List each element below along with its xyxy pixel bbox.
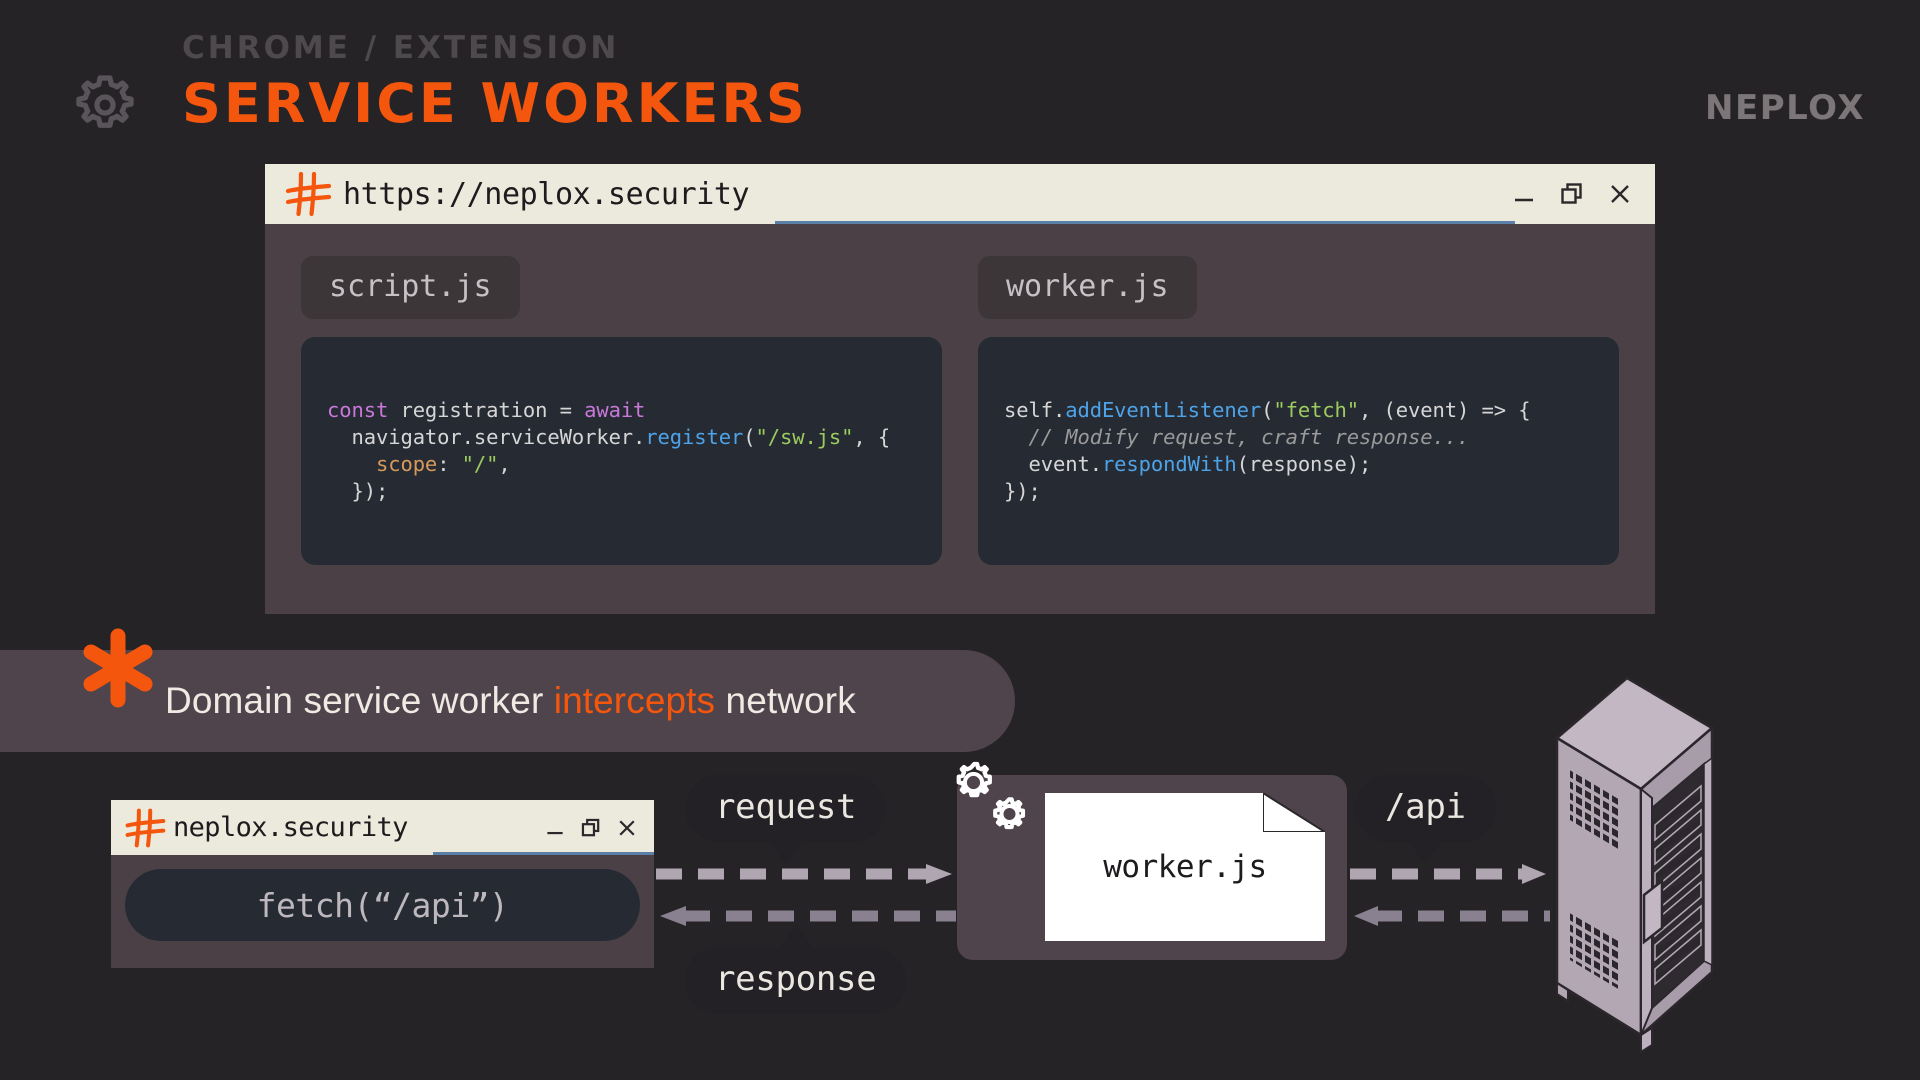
callout-text-after: network bbox=[715, 680, 856, 721]
neplox-sharp-icon bbox=[123, 808, 167, 848]
code-block-worker-js: self.addEventListener("fetch", (event) =… bbox=[978, 337, 1619, 565]
code-content: const registration = await navigator.ser… bbox=[327, 397, 891, 504]
code-block-script-js: const registration = await navigator.ser… bbox=[301, 337, 942, 565]
api-label-bubble: /api bbox=[1355, 775, 1496, 864]
file-tab-label[interactable]: script.js bbox=[301, 256, 520, 319]
response-arrow-to-client bbox=[656, 904, 956, 928]
api-label: /api bbox=[1385, 787, 1466, 827]
browser-title-bar: https://neplox.security bbox=[265, 164, 1655, 224]
minimize-icon[interactable] bbox=[544, 817, 566, 839]
bubble-tail bbox=[777, 925, 814, 949]
request-arrow-to-server bbox=[1350, 862, 1550, 886]
client-browser-window: neplox.security fetch(“/api”) bbox=[111, 800, 654, 968]
response-label-bubble: response bbox=[685, 925, 907, 1014]
restore-icon[interactable] bbox=[580, 817, 602, 839]
fetch-code-pill: fetch(“/api”) bbox=[125, 869, 640, 941]
asterisk-icon bbox=[78, 628, 158, 708]
bubble-tail bbox=[767, 840, 804, 864]
bubble-tail bbox=[1407, 840, 1444, 864]
callout-text-before: Domain service worker bbox=[165, 680, 554, 721]
close-icon[interactable] bbox=[616, 817, 638, 839]
request-arrow-to-worker bbox=[656, 862, 956, 886]
pane-script-js: script.js const registration = await nav… bbox=[301, 256, 942, 565]
response-arrow-from-server bbox=[1350, 904, 1550, 928]
window-controls bbox=[1511, 181, 1633, 207]
server-rack-icon bbox=[1540, 665, 1800, 1065]
response-label: response bbox=[715, 959, 877, 999]
callout-banner: Domain service worker intercepts network bbox=[0, 650, 1015, 752]
client-address-bar-url[interactable]: neplox.security bbox=[173, 812, 408, 843]
restore-icon[interactable] bbox=[1559, 181, 1585, 207]
header-eyebrow: CHROME / EXTENSION bbox=[182, 30, 620, 66]
close-icon[interactable] bbox=[1607, 181, 1633, 207]
code-content: self.addEventListener("fetch", (event) =… bbox=[1004, 397, 1531, 504]
active-tab-underline bbox=[775, 164, 1515, 224]
worker-document: worker.js bbox=[1045, 793, 1325, 941]
minimize-icon[interactable] bbox=[1511, 181, 1537, 207]
request-label-bubble: request bbox=[685, 775, 887, 864]
client-title-bar: neplox.security bbox=[111, 800, 654, 855]
client-window-controls bbox=[544, 817, 638, 839]
address-bar-url[interactable]: https://neplox.security bbox=[343, 176, 750, 212]
client-content: fetch(“/api”) bbox=[111, 855, 654, 941]
gears-icon bbox=[940, 758, 1050, 858]
gear-icon bbox=[68, 68, 142, 142]
neplox-sharp-icon bbox=[283, 171, 333, 217]
callout-text: Domain service worker intercepts network bbox=[165, 680, 856, 722]
brand-logo: NEPLOX bbox=[1705, 88, 1865, 128]
service-worker-panel: worker.js bbox=[957, 775, 1347, 960]
browser-window: https://neplox.security scrip bbox=[265, 164, 1655, 614]
request-label: request bbox=[715, 787, 857, 827]
callout-text-highlight: intercepts bbox=[553, 680, 716, 721]
page-title: SERVICE WORKERS bbox=[182, 72, 808, 135]
pane-worker-js: worker.js self.addEventListener("fetch",… bbox=[978, 256, 1619, 565]
file-tab-label[interactable]: worker.js bbox=[978, 256, 1197, 319]
browser-content: script.js const registration = await nav… bbox=[265, 224, 1655, 605]
